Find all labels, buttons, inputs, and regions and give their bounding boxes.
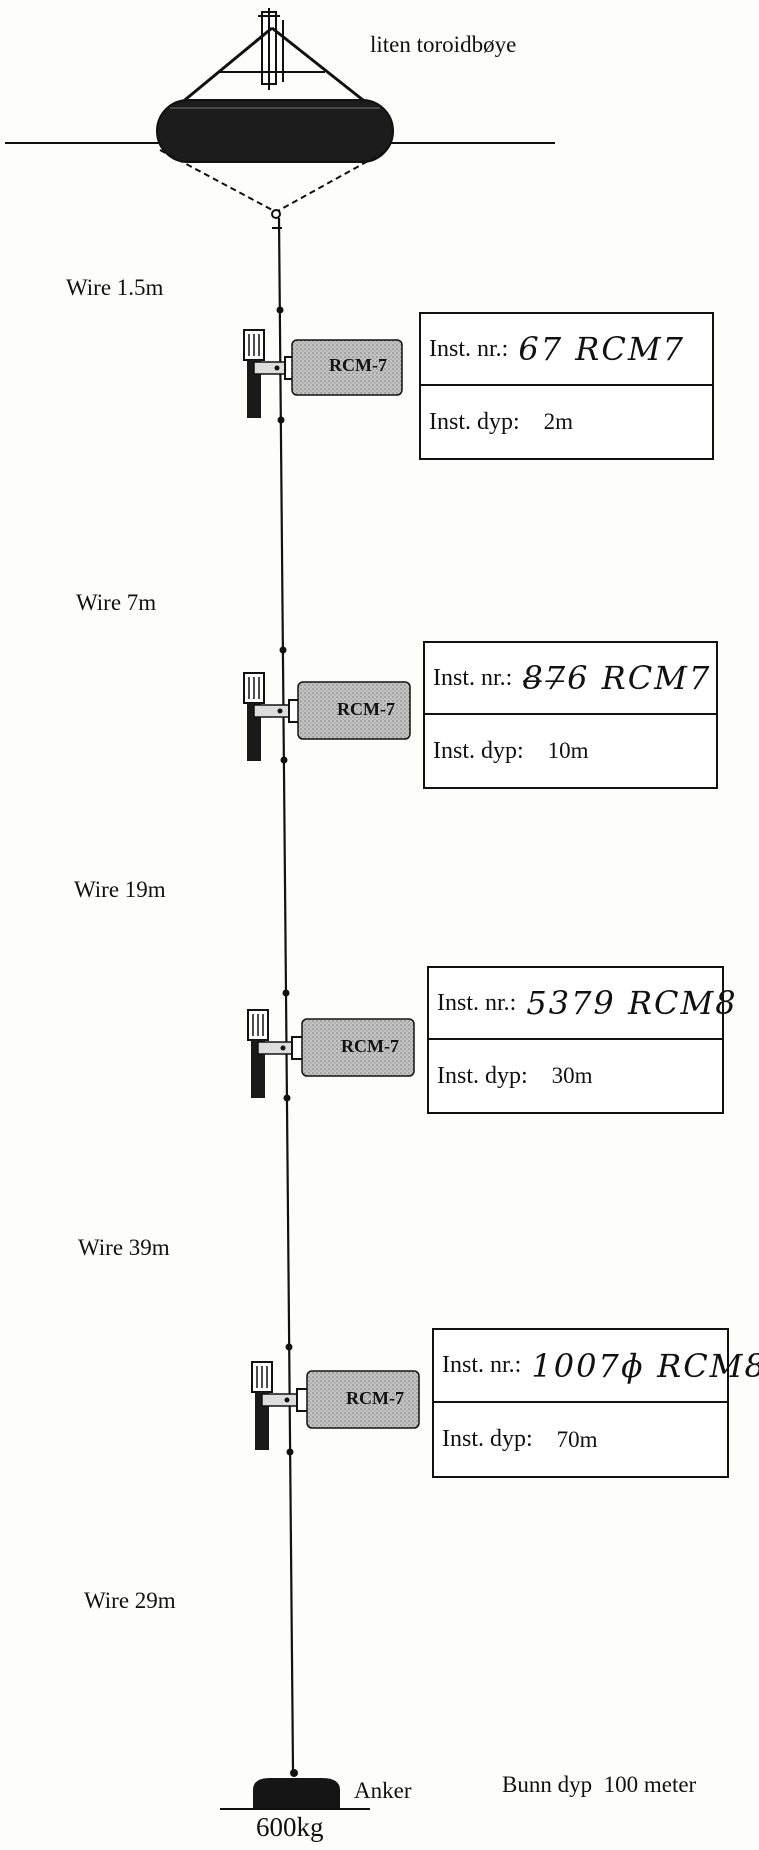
inst-depth-key: Inst. dyp: [429,408,520,435]
inst-depth-key: Inst. dyp: [437,1062,528,1089]
device-label-1: RCM-7 [329,355,387,375]
instrument-info-box-1: Inst. nr.: 67 RCM7 Inst. dyp: 2m [419,312,714,460]
anchor-weight-label: 600kg [256,1812,324,1842]
device-label-4: RCM-7 [346,1388,404,1408]
inst-depth-row: Inst. dyp: 10m [425,715,716,787]
anchor-weight [220,1769,370,1810]
inst-nr-value: 8̶7̶6 RCM7 [522,659,712,697]
inst-depth-row: Inst. dyp: 30m [429,1040,722,1112]
toroid-buoy [156,8,394,229]
inst-nr-row: Inst. nr.: 1007ɸ RCM8 [434,1330,759,1403]
inst-nr-key: Inst. nr.: [429,335,509,362]
instrument-info-box-4: Inst. nr.: 1007ɸ RCM8 Inst. dyp: 70m [432,1328,759,1478]
inst-depth-key: Inst. dyp: [433,737,524,764]
inst-nr-key: Inst. nr.: [442,1352,522,1378]
inst-depth-value: 2m [543,409,574,434]
inst-nr-row: Inst. nr.: 5379 RCM8 [429,968,736,1040]
inst-depth-key: Inst. dyp: [442,1426,533,1452]
inst-nr-value: 5379 RCM8 [526,984,738,1022]
wire-label-1: Wire 1.5m [66,275,164,300]
device-label-3: RCM-7 [341,1036,399,1056]
inst-nr-value: 1007ɸ RCM8 [531,1346,759,1385]
inst-nr-key: Inst. nr.: [433,664,513,691]
buoy-label: liten toroidbøye [370,32,517,57]
instrument-1 [243,306,403,424]
instrument-3 [247,989,415,1102]
inst-nr-row: Inst. nr.: 8̶7̶6 RCM7 [425,643,716,715]
instrument-info-box-2: Inst. nr.: 8̶7̶6 RCM7 Inst. dyp: 10m [423,641,718,789]
inst-depth-value: 10m [547,738,589,763]
anchor-label: Anker [354,1778,412,1803]
wire-label-2: Wire 7m [76,590,157,615]
inst-depth-value: 70m [556,1426,598,1452]
wire-label-3: Wire 19m [74,877,166,902]
inst-nr-value: 67 RCM7 [518,330,685,368]
inst-depth-row: Inst. dyp: 70m [434,1403,727,1476]
inst-depth-value: 30m [551,1063,593,1088]
instrument-4 [251,1343,420,1456]
wire-label-5: Wire 29m [84,1588,176,1613]
device-label-2: RCM-7 [337,699,395,719]
inst-depth-row: Inst. dyp: 2m [421,386,712,458]
inst-nr-row: Inst. nr.: 67 RCM7 [421,314,712,386]
inst-nr-key: Inst. nr.: [437,989,517,1016]
bottom-depth-label: Bunn dyp 100 meter [502,1772,697,1797]
wire-label-4: Wire 39m [78,1235,170,1260]
instrument-2 [243,646,411,764]
instrument-info-box-3: Inst. nr.: 5379 RCM8 Inst. dyp: 30m [427,966,736,1114]
